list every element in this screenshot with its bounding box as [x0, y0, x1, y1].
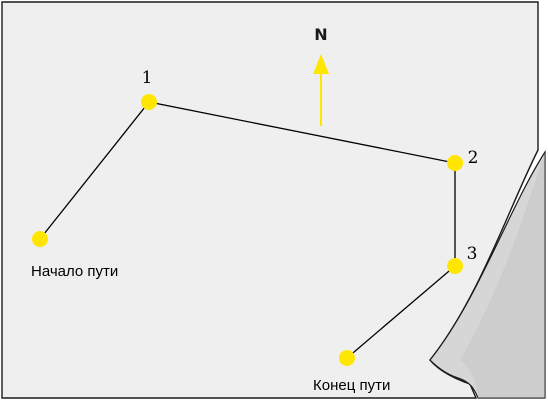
curled-corner-shadow	[460, 152, 545, 398]
waypoint-1-label: 1	[142, 68, 153, 88]
waypoint-2	[447, 155, 463, 171]
start-label: Начало пути	[31, 263, 118, 280]
waypoint-3-label: 3	[467, 244, 478, 264]
curled-corner	[429, 149, 546, 399]
start-point	[32, 231, 48, 247]
end-point	[339, 350, 355, 366]
waypoint-3	[447, 258, 463, 274]
waypoint-1	[141, 94, 157, 110]
north-arrow-head	[313, 54, 329, 74]
end-label: Конец пути	[313, 377, 390, 394]
waypoint-2-label: 2	[468, 148, 479, 168]
north-arrow: N	[313, 25, 329, 126]
north-label: N	[314, 25, 327, 44]
